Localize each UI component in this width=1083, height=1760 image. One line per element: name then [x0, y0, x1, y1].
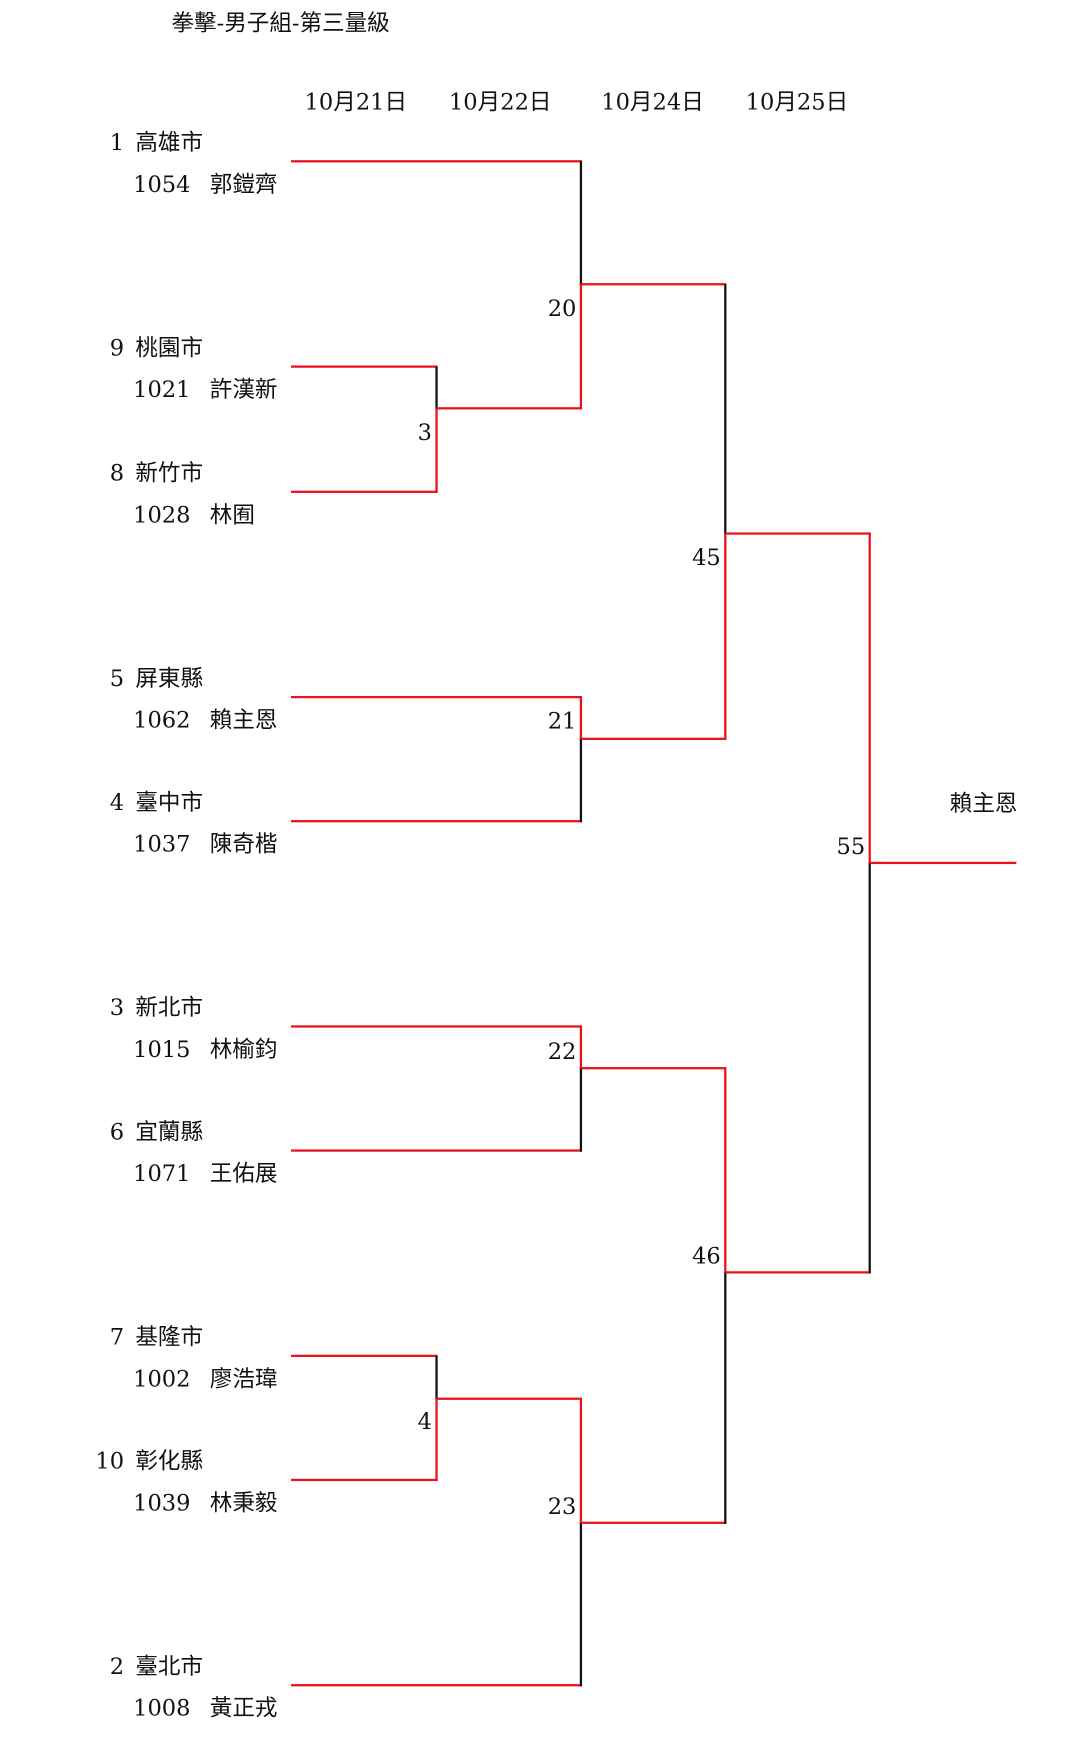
entry-line	[291, 1684, 583, 1687]
entry-team: 屏東縣	[135, 664, 204, 692]
entry-team: 彰化縣	[135, 1447, 204, 1475]
entry-seed: 9	[109, 333, 125, 361]
entry-seed: 6	[109, 1117, 125, 1145]
match-line-bottom	[868, 862, 871, 1274]
entry-team: 宜蘭縣	[135, 1117, 204, 1145]
entry-team: 高雄市	[135, 128, 204, 156]
entry-line	[291, 490, 438, 493]
match-line-top	[435, 366, 438, 410]
entry-line	[291, 1149, 583, 1152]
entry-seed: 4	[109, 788, 125, 816]
entry-id: 1028	[133, 500, 191, 528]
match-line-top	[868, 533, 871, 865]
match-line-top	[579, 697, 583, 740]
entry-seed: 5	[109, 664, 125, 692]
match-line-bottom	[724, 533, 727, 740]
entry-line	[291, 1478, 438, 1482]
entry-name: 許漢新	[209, 375, 278, 403]
entry-name: 黃正戎	[209, 1694, 278, 1722]
match-advance-line	[436, 1397, 583, 1400]
entry-line	[291, 820, 583, 823]
match-line-bottom	[579, 1522, 583, 1687]
entry-id: 1021	[133, 375, 191, 403]
match-line-top	[579, 1398, 583, 1524]
entry-id: 1002	[133, 1364, 191, 1392]
match-number: 4	[417, 1407, 433, 1435]
entry-name: 林秉毅	[209, 1488, 278, 1517]
entry-id: 1008	[133, 1694, 191, 1722]
match-number: 3	[417, 418, 433, 446]
entry-team: 桃園市	[135, 333, 204, 361]
date-round-4: 10月25日	[745, 87, 849, 116]
champion-name: 賴主恩	[949, 789, 1018, 817]
entry-id: 1015	[133, 1035, 191, 1063]
entry-line	[291, 1025, 583, 1028]
entry-line	[291, 365, 438, 368]
match-number: 20	[547, 294, 577, 322]
entry-seed: 10	[95, 1447, 125, 1475]
entry-name: 王佑展	[209, 1159, 278, 1187]
match-number: 46	[692, 1241, 721, 1269]
entry-name: 林榆鈞	[209, 1035, 278, 1063]
date-round-3: 10月24日	[601, 87, 704, 116]
entry-name: 賴主恩	[209, 706, 278, 734]
match-advance-line	[580, 283, 727, 286]
match-advance-line	[580, 1067, 727, 1070]
entry-seed: 8	[109, 459, 125, 487]
entry-name: 林囿	[209, 500, 255, 528]
entry-line	[291, 1354, 438, 1357]
entry-id: 1071	[133, 1159, 191, 1187]
entry-team: 臺北市	[135, 1652, 204, 1680]
match-advance-line	[869, 861, 1017, 865]
entry-team: 新竹市	[135, 459, 204, 487]
match-advance-line	[725, 1271, 871, 1274]
match-line-top	[435, 1355, 438, 1400]
entry-id: 1037	[133, 830, 191, 858]
match-number: 21	[547, 707, 577, 735]
entry-team: 新北市	[135, 993, 204, 1021]
entry-name: 郭鎧齊	[209, 170, 278, 198]
match-line-bottom	[579, 1068, 583, 1152]
match-line-bottom	[435, 408, 438, 493]
match-number: 55	[836, 832, 866, 860]
entry-seed: 7	[109, 1323, 125, 1351]
entry-team: 基隆市	[135, 1323, 204, 1351]
match-number: 23	[547, 1492, 577, 1520]
entry-line	[291, 160, 583, 163]
match-number: 45	[692, 543, 721, 571]
match-line-top	[579, 161, 583, 286]
entry-seed: 2	[109, 1652, 125, 1680]
match-line-bottom	[435, 1398, 438, 1482]
match-number: 22	[547, 1037, 577, 1065]
entry-id: 1062	[133, 706, 191, 734]
entry-line	[291, 695, 583, 699]
entry-seed: 3	[109, 993, 125, 1021]
match-line-bottom	[724, 1272, 727, 1524]
match-line-top	[724, 284, 727, 535]
date-round-2: 10月22日	[448, 87, 552, 116]
match-advance-line	[580, 737, 727, 740]
entry-seed: 1	[109, 128, 125, 156]
entry-id: 1039	[133, 1488, 191, 1517]
entry-team: 臺中市	[135, 788, 204, 816]
match-advance-line	[725, 532, 871, 535]
page-title: 拳擊-男子組-第三量級	[171, 9, 390, 37]
entry-name: 陳奇楷	[209, 830, 278, 858]
date-round-1: 10月21日	[304, 87, 408, 116]
match-line-bottom	[579, 738, 583, 823]
match-line-top	[724, 1068, 727, 1274]
match-line-bottom	[579, 284, 583, 410]
entry-name: 廖浩瑋	[209, 1364, 278, 1392]
match-line-top	[579, 1026, 583, 1070]
match-advance-line	[580, 1521, 727, 1524]
match-advance-line	[436, 407, 583, 410]
entry-id: 1054	[133, 170, 191, 198]
